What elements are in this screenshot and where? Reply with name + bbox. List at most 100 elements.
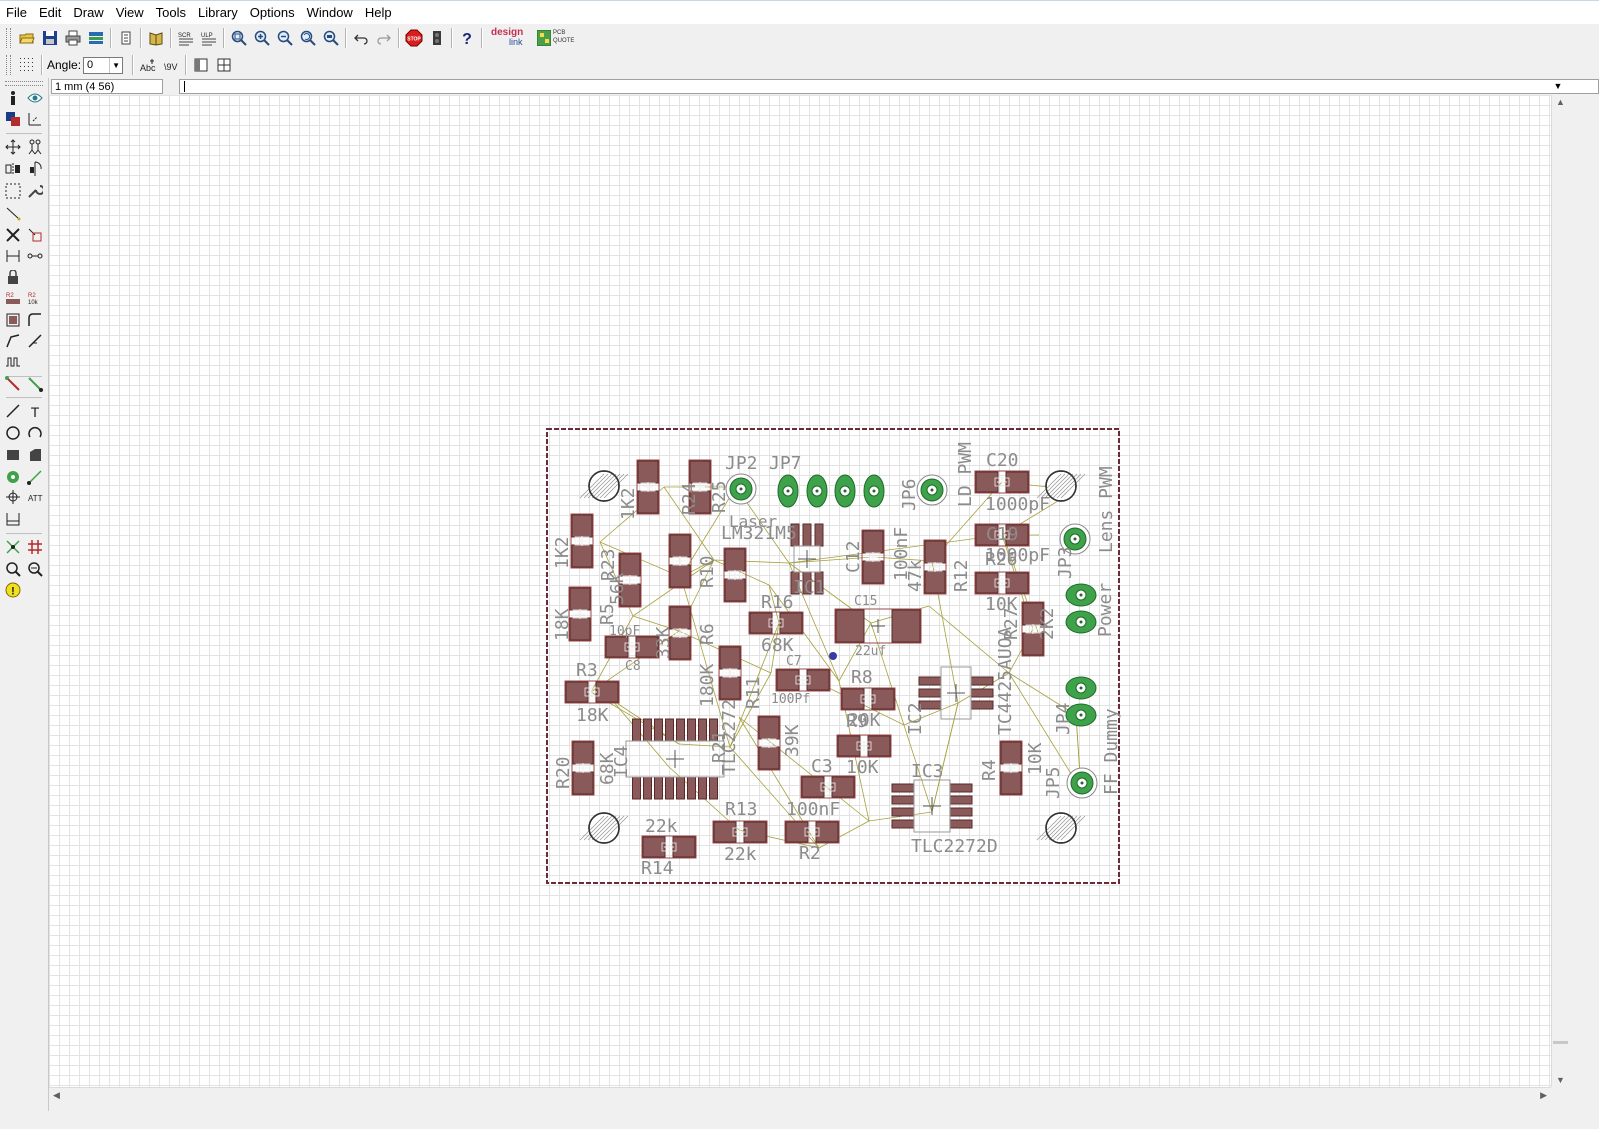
- connector-jp4-pin2[interactable]: [1065, 703, 1097, 727]
- layout-left-icon[interactable]: [190, 54, 212, 76]
- part-r21[interactable]: [757, 715, 781, 771]
- toolbar-grip[interactable]: [6, 28, 11, 48]
- route-icon[interactable]: [3, 374, 23, 394]
- part-ic2[interactable]: [918, 666, 994, 720]
- chevron-down-icon[interactable]: ▼: [1553, 81, 1563, 91]
- part-18k[interactable]: [568, 586, 592, 642]
- wire-icon[interactable]: [3, 401, 23, 421]
- library-icon[interactable]: [145, 27, 167, 49]
- part-r12[interactable]: [923, 539, 947, 595]
- spin-text-icon[interactable]: \9V: [160, 54, 182, 76]
- menu-window[interactable]: Window: [306, 4, 353, 20]
- mark-icon[interactable]: [25, 109, 45, 129]
- part-c8[interactable]: [604, 635, 660, 659]
- part-r26[interactable]: [974, 571, 1030, 595]
- command-input[interactable]: [179, 79, 1599, 94]
- cam-icon[interactable]: [85, 27, 107, 49]
- part-ic1[interactable]: [790, 523, 824, 595]
- autorouter-icon[interactable]: [25, 537, 45, 557]
- scroll-up-icon[interactable]: ▲: [1556, 97, 1565, 107]
- change-icon[interactable]: [25, 181, 45, 201]
- move-icon[interactable]: [3, 137, 23, 157]
- connector-power-pin1[interactable]: [1065, 583, 1097, 607]
- part-r23-1k2[interactable]: [636, 459, 660, 515]
- menu-options[interactable]: Options: [249, 4, 295, 20]
- toolbar-grip[interactable]: [5, 81, 43, 86]
- scroll-down-icon[interactable]: ▼: [1556, 1075, 1565, 1085]
- part-r4[interactable]: [999, 740, 1023, 796]
- group-icon[interactable]: [3, 181, 23, 201]
- mirror-icon[interactable]: [3, 159, 23, 179]
- text-icon[interactable]: T: [25, 401, 45, 421]
- redo-icon[interactable]: [373, 27, 395, 49]
- connector-jp2[interactable]: [725, 473, 757, 505]
- errors-icon[interactable]: !: [3, 580, 23, 600]
- layout-grid-icon[interactable]: [213, 54, 235, 76]
- menu-file[interactable]: File: [6, 4, 27, 20]
- rect-icon[interactable]: [3, 445, 23, 465]
- designlink-button[interactable]: design link: [489, 27, 535, 49]
- part-r9[interactable]: [836, 734, 892, 758]
- ulp-icon[interactable]: ULP: [198, 27, 220, 49]
- erc-icon[interactable]: [25, 559, 45, 579]
- scroll-right-icon[interactable]: ▶: [1540, 1090, 1547, 1100]
- part-c5[interactable]: [723, 547, 747, 603]
- part-r13[interactable]: [712, 820, 768, 844]
- part-c3[interactable]: [800, 775, 856, 799]
- part-r27[interactable]: [1021, 601, 1045, 657]
- part-c12[interactable]: [861, 529, 885, 585]
- stop-icon[interactable]: STOP: [403, 27, 425, 49]
- optimize-icon[interactable]: [25, 331, 45, 351]
- part-r11[interactable]: [718, 645, 742, 701]
- connector-jp3[interactable]: [1059, 523, 1091, 555]
- signal-icon[interactable]: [25, 467, 45, 487]
- part-ic4[interactable]: [625, 718, 725, 800]
- mirror-text-icon[interactable]: Abc: [137, 54, 159, 76]
- connector-jp7-pin4[interactable]: [863, 474, 885, 508]
- part-r16[interactable]: [748, 611, 804, 635]
- part-r6[interactable]: [668, 605, 692, 661]
- part-r8[interactable]: [840, 687, 896, 711]
- delete-icon[interactable]: [3, 225, 23, 245]
- zoom-fit-icon[interactable]: [228, 27, 250, 49]
- connector-jp7-pin2[interactable]: [806, 474, 828, 508]
- connector-jp7-pin1[interactable]: [777, 474, 799, 508]
- part-ic3[interactable]: [891, 779, 973, 833]
- miter-icon[interactable]: [25, 310, 45, 330]
- save-icon[interactable]: [39, 27, 61, 49]
- menu-tools[interactable]: Tools: [155, 4, 187, 20]
- part-r3[interactable]: [564, 680, 620, 704]
- connector-jp5[interactable]: [1066, 767, 1098, 799]
- scroll-left-icon[interactable]: ◀: [53, 1090, 60, 1100]
- attribute-icon[interactable]: ATT: [25, 487, 45, 507]
- connector-jp6[interactable]: [916, 474, 948, 506]
- zoom-in-icon[interactable]: [251, 27, 273, 49]
- zoom-out-icon[interactable]: [274, 27, 296, 49]
- copy-icon[interactable]: [25, 137, 45, 157]
- name-icon[interactable]: R2: [3, 288, 23, 308]
- scroll-thumb[interactable]: [1553, 1041, 1568, 1044]
- zoom-select-icon[interactable]: [320, 27, 342, 49]
- polygon-icon[interactable]: [25, 445, 45, 465]
- part-r2[interactable]: [784, 820, 840, 844]
- replace-icon[interactable]: [25, 246, 45, 266]
- chevron-down-icon[interactable]: ▼: [109, 57, 122, 73]
- split-icon[interactable]: [3, 331, 23, 351]
- grid-icon[interactable]: [16, 54, 38, 76]
- menu-help[interactable]: Help: [364, 4, 392, 20]
- connector-jp4-pin1[interactable]: [1065, 676, 1097, 700]
- paste-icon[interactable]: [3, 203, 23, 223]
- part-c20[interactable]: [974, 470, 1030, 494]
- menu-draw[interactable]: Draw: [73, 4, 104, 20]
- display-icon[interactable]: [3, 109, 23, 129]
- hole-icon[interactable]: [3, 487, 23, 507]
- ratsnest-icon[interactable]: [3, 537, 23, 557]
- circle-icon[interactable]: [3, 423, 23, 443]
- meander-icon[interactable]: [3, 352, 23, 372]
- drc-icon[interactable]: [3, 559, 23, 579]
- part-r20[interactable]: [571, 740, 595, 796]
- angle-select[interactable]: 0 ▼: [83, 56, 124, 74]
- script-icon[interactable]: SCR: [175, 27, 197, 49]
